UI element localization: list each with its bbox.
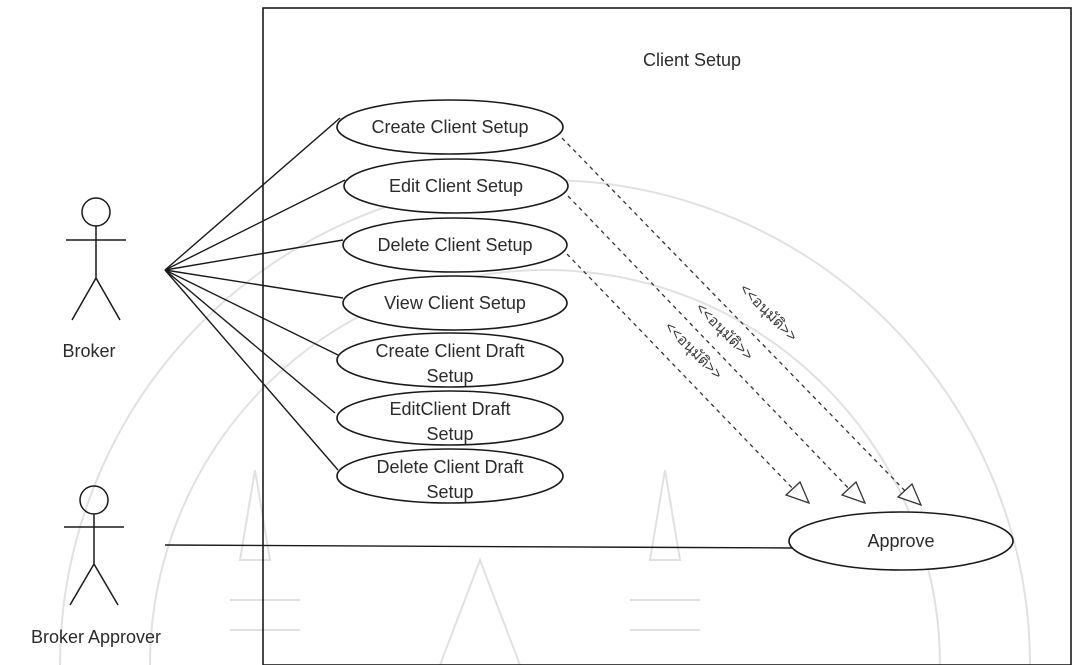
dependency-stereotype-label: <<อนุมัติ>> — [735, 281, 800, 346]
association-line — [164, 239, 344, 271]
actor-body — [64, 514, 124, 606]
use-case-label: Edit Client Setup — [389, 176, 523, 196]
actor-label-broker-approver: Broker Approver — [31, 627, 161, 647]
use-case-delete-client-draft-setup[interactable]: Delete Client Draft Setup — [336, 448, 564, 504]
dependency-arrowhead — [840, 480, 867, 505]
use-case-label: Create Client Setup — [371, 117, 528, 137]
dependency-line — [566, 253, 798, 494]
dependency-line — [567, 195, 854, 494]
use-case-label: Setup — [426, 366, 473, 386]
actor-head — [81, 197, 111, 227]
use-case-create-client-draft-setup[interactable]: Create Client Draft Setup — [336, 332, 564, 388]
association-line — [164, 269, 336, 414]
system-title: Client Setup — [643, 50, 741, 70]
actor-head — [79, 485, 109, 515]
association-line — [164, 179, 346, 271]
approve-dependencies — [561, 137, 923, 507]
use-case-delete-client-setup[interactable]: Delete Client Setup — [342, 217, 568, 273]
actor-broker[interactable] — [66, 197, 126, 321]
actor-label-broker: Broker — [62, 341, 115, 361]
dependency-line — [561, 137, 911, 497]
association-line — [164, 269, 339, 471]
system-boundary — [262, 7, 1072, 665]
actor-body — [66, 226, 126, 321]
association-line — [164, 269, 339, 356]
use-case-label: Setup — [426, 482, 473, 502]
use-case-label: Delete Client Setup — [377, 235, 532, 255]
association-line — [164, 117, 341, 271]
use-case-approve[interactable]: Approve — [788, 511, 1014, 571]
actor-broker-approver[interactable] — [64, 485, 124, 606]
use-case-label: Delete Client Draft — [376, 457, 523, 477]
use-case-label: Create Client Draft — [375, 341, 524, 361]
dependency-arrowhead — [896, 482, 923, 507]
broker-associations — [164, 117, 346, 471]
use-case-editclient-draft-setup[interactable]: EditClient Draft Setup — [336, 390, 564, 446]
use-case-label: View Client Setup — [384, 293, 526, 313]
broker-approver-association — [164, 544, 793, 549]
use-case-view-client-setup[interactable]: View Client Setup — [342, 275, 568, 331]
use-case-create-client-setup[interactable]: Create Client Setup — [336, 99, 564, 155]
use-case-label: EditClient Draft — [389, 399, 510, 419]
use-case-label: Approve — [867, 531, 934, 551]
use-case-edit-client-setup[interactable]: Edit Client Setup — [343, 158, 569, 214]
association-line — [164, 269, 344, 299]
dependency-arrowhead — [784, 480, 811, 505]
use-case-label: Setup — [426, 424, 473, 444]
